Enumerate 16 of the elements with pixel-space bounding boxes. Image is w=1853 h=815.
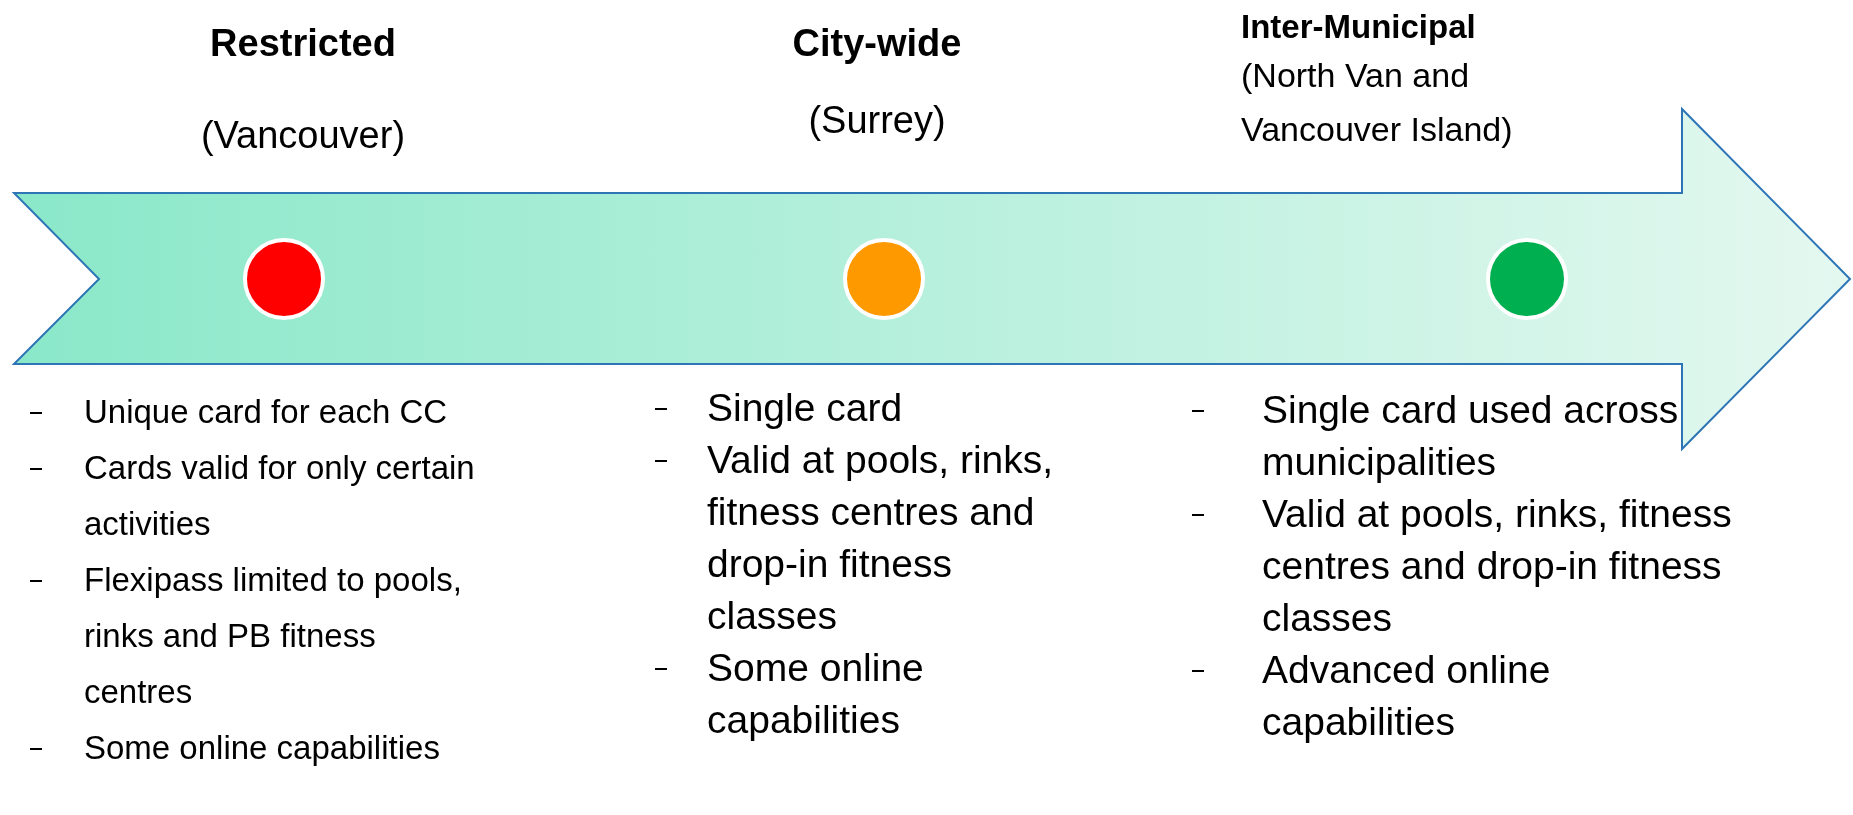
stage-heading: Inter-Municipal	[1241, 8, 1476, 46]
bullet-text: Some online capabilities	[84, 728, 441, 768]
bullet-text: Cards valid for only certain activities	[84, 448, 476, 544]
bullet-text: Single card	[707, 385, 904, 431]
stage-heading: Restricted	[210, 22, 396, 65]
bullet-text: Flexipass limited to pools, rinks and PB fitness centres	[84, 560, 463, 712]
bullet-text: Some online capabilities	[707, 645, 925, 743]
stage-location: (North Van and Vancouver Island)	[1241, 55, 1514, 151]
stage-heading: City-wide	[792, 22, 962, 65]
stage-location: (Surrey)	[807, 98, 947, 143]
bullet-text: Single card used across municipalities	[1262, 387, 1680, 485]
bullet-text: Valid at pools, rinks, fitness centres and drop-in fitness classes	[707, 437, 1055, 639]
bullet-text: Valid at pools, rinks, fitness centres and drop-in fitness classes	[1262, 491, 1733, 641]
bullet-text: Unique card for each CC	[84, 392, 449, 432]
bullet-text: Advanced online capabilities	[1262, 647, 1552, 745]
stage-location: (Vancouver)	[199, 113, 407, 158]
